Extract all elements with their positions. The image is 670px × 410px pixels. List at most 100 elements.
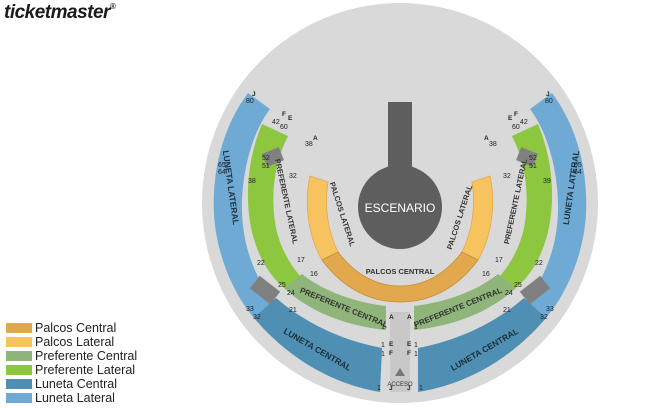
row-letter: J <box>407 385 411 392</box>
seat-number: 64 <box>218 169 226 176</box>
legend-label: Palcos Central <box>35 321 117 335</box>
seat-number: 25 <box>278 282 286 289</box>
section-palcos-central[interactable] <box>321 251 479 303</box>
row-letter: F <box>407 350 411 357</box>
seat-number: 38 <box>248 178 256 185</box>
seat-number: 60 <box>280 124 288 131</box>
seat-number: 42 <box>520 119 528 126</box>
row-letter: A <box>407 314 412 321</box>
legend-swatch <box>6 323 32 333</box>
stage <box>358 165 442 249</box>
seat-number: 52 <box>529 155 537 162</box>
row-letter: E <box>407 341 412 348</box>
row-letter: A <box>484 135 489 142</box>
label-palcos-central: PALCOS CENTRAL <box>366 267 435 276</box>
registered-mark: ® <box>109 2 116 11</box>
seat-number: 1 <box>381 324 385 331</box>
legend-label: Palcos Lateral <box>35 335 115 349</box>
section-luneta-lateral-left[interactable] <box>213 93 274 318</box>
seat-number: 1 <box>377 385 381 392</box>
row-letter: F <box>389 350 393 357</box>
section-preferente-lateral-right[interactable] <box>500 124 553 288</box>
legend-label: Preferente Lateral <box>35 363 136 377</box>
seat-number: 32 <box>253 314 261 321</box>
seat-number: 65 <box>574 162 582 169</box>
seat-number: 24 <box>287 290 295 297</box>
row-letter: A <box>313 135 318 142</box>
seat-number: 17 <box>495 257 503 264</box>
seat-number: 80 <box>246 98 254 105</box>
seat-number: 80 <box>545 98 553 105</box>
section-luneta-central-right[interactable] <box>418 298 546 392</box>
seat-number: 1 <box>381 351 385 358</box>
seat-number: 21 <box>289 307 297 314</box>
section-preferente-lateral-left[interactable] <box>247 124 300 288</box>
legend-item-luneta-central[interactable]: Luneta Central <box>6 377 137 391</box>
stage-runway <box>388 102 412 176</box>
seat-number: 1 <box>419 385 423 392</box>
legend-item-preferente-central[interactable]: Preferente Central <box>6 349 137 363</box>
block-right-upper <box>516 147 538 167</box>
ticketmaster-logo: ticketmaster® <box>4 2 116 24</box>
row-letter: E <box>288 115 293 122</box>
seat-number: 1 <box>414 342 418 349</box>
legend-label: Luneta Lateral <box>35 391 115 405</box>
seat-number: 52 <box>262 155 270 162</box>
row-letter: J <box>546 91 550 98</box>
section-preferente-central-left[interactable] <box>284 274 386 330</box>
row-letter: E <box>508 115 513 122</box>
seat-number: 60 <box>512 124 520 131</box>
acceso-walkway[interactable] <box>390 312 410 392</box>
entrance-label: ACCESO <box>387 382 413 388</box>
seat-number: 16 <box>310 271 318 278</box>
seat-numbers-left: 80 42 60 38 52 51 65 64 38 32 17 22 16 2… <box>218 98 385 392</box>
seat-number: 64 <box>574 169 582 176</box>
seat-number: 22 <box>535 260 543 267</box>
row-letter: J <box>252 91 256 98</box>
legend: Palcos Central Palcos Lateral Preferente… <box>6 321 137 405</box>
seat-number: 33 <box>246 306 254 313</box>
legend-swatch <box>6 337 32 347</box>
seat-number: 1 <box>414 324 418 331</box>
row-letter: J <box>389 385 393 392</box>
seat-number: 51 <box>529 163 537 170</box>
seat-number: 32 <box>503 173 511 180</box>
row-letters: J F E A A E F J J F E A A E F J <box>252 91 550 392</box>
legend-swatch <box>6 379 32 389</box>
seat-number: 38 <box>489 141 497 148</box>
seat-number: 1 <box>381 342 385 349</box>
seat-number: 17 <box>297 257 305 264</box>
section-luneta-central-left[interactable] <box>254 298 382 392</box>
row-letter: F <box>514 111 518 118</box>
seat-number: 33 <box>546 306 554 313</box>
legend-label: Preferente Central <box>35 349 138 363</box>
seat-number: 1 <box>414 351 418 358</box>
legend-item-palcos-lateral[interactable]: Palcos Lateral <box>6 335 137 349</box>
seat-number: 42 <box>272 119 280 126</box>
seat-number: 38 <box>305 141 313 148</box>
legend-item-palcos-central[interactable]: Palcos Central <box>6 321 137 335</box>
legend-swatch <box>6 393 32 403</box>
legend-label: Luneta Central <box>35 377 118 391</box>
block-right-lower <box>519 275 551 305</box>
row-letter: F <box>282 111 286 118</box>
seat-number: 65 <box>218 162 226 169</box>
seat-number: 22 <box>257 260 265 267</box>
block-left-upper <box>262 147 284 167</box>
seat-numbers-right: 80 42 60 38 52 51 65 64 39 32 17 22 16 2… <box>414 98 582 392</box>
legend-swatch <box>6 351 32 361</box>
seat-number: 21 <box>503 307 511 314</box>
seat-number: 16 <box>482 271 490 278</box>
section-preferente-central-right[interactable] <box>414 274 516 330</box>
block-left-lower <box>249 275 281 305</box>
legend-swatch <box>6 365 32 375</box>
seat-number: 39 <box>543 178 551 185</box>
legend-item-luneta-lateral[interactable]: Luneta Lateral <box>6 391 137 405</box>
section-luneta-lateral-right[interactable] <box>526 93 587 318</box>
seat-number: 25 <box>514 282 522 289</box>
legend-item-preferente-lateral[interactable]: Preferente Lateral <box>6 363 137 377</box>
row-letter: A <box>389 314 394 321</box>
brand-name: ticketmaster <box>4 2 110 23</box>
seat-number: 51 <box>262 163 270 170</box>
